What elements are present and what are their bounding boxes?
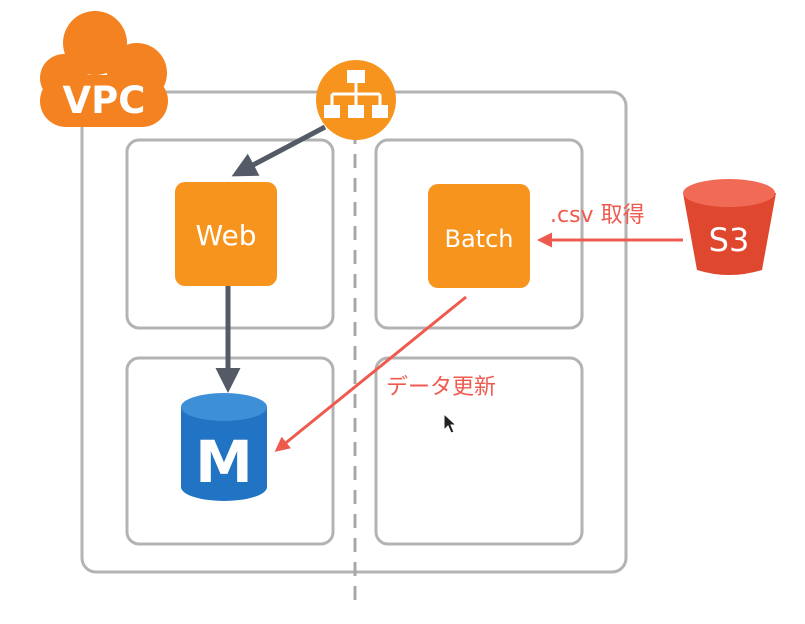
web-label: Web — [195, 219, 256, 252]
cursor-icon — [443, 412, 458, 434]
s3-bucket-icon[interactable]: S3 — [683, 179, 776, 275]
arrow-batch-to-db — [274, 295, 467, 452]
csv-fetch-label: .csv 取得 — [550, 203, 645, 228]
batch-label: Batch — [445, 225, 514, 253]
batch-instance-node[interactable]: Batch — [428, 184, 530, 288]
arrow-lb-to-web — [231, 124, 327, 177]
data-update-label: データ更新 — [386, 375, 496, 400]
load-balancer-icon[interactable] — [316, 60, 396, 140]
database-label: M — [195, 428, 253, 496]
s3-label: S3 — [709, 221, 750, 259]
database-icon[interactable]: M — [181, 393, 267, 501]
web-instance-node[interactable]: Web — [175, 182, 277, 286]
vpc-cloud-icon: VPC — [40, 11, 168, 127]
vpc-label: VPC — [63, 79, 146, 122]
subnet-empty — [374, 356, 584, 546]
